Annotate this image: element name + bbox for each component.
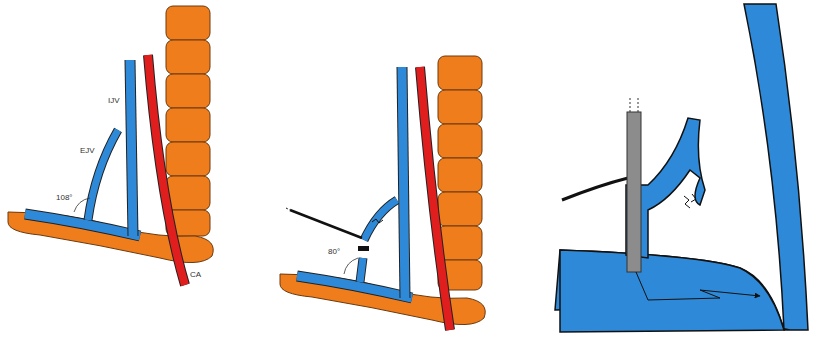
internal-jugular-vein: [130, 60, 133, 236]
suture: [372, 219, 383, 223]
catheter-line: [290, 210, 362, 238]
guide-wire: [562, 178, 628, 200]
part-label: EJV: [80, 146, 95, 155]
part-label: IJV: [108, 96, 120, 105]
part-label: 80°: [328, 247, 340, 256]
panel-two: [280, 56, 485, 330]
angle-arc: [74, 198, 90, 212]
panel-one: [8, 6, 213, 285]
part-label: 108°: [56, 193, 73, 202]
subclavian-vein: [25, 214, 140, 236]
vertebral-column: [166, 6, 210, 236]
ejv-loop: [364, 200, 397, 240]
part-label: CA: [190, 270, 201, 279]
carotid-artery: [148, 55, 185, 285]
horizontal-vein: [560, 250, 784, 332]
external-jugular-vein: [88, 130, 118, 220]
panel-three: [555, 4, 808, 332]
clavicle: [8, 212, 213, 263]
ejv-stump: [360, 258, 363, 282]
suture: [684, 194, 696, 208]
angle-arc: [344, 258, 358, 274]
ligature: [358, 246, 369, 251]
flow-arrow: [636, 272, 760, 300]
catheter: [627, 112, 641, 272]
